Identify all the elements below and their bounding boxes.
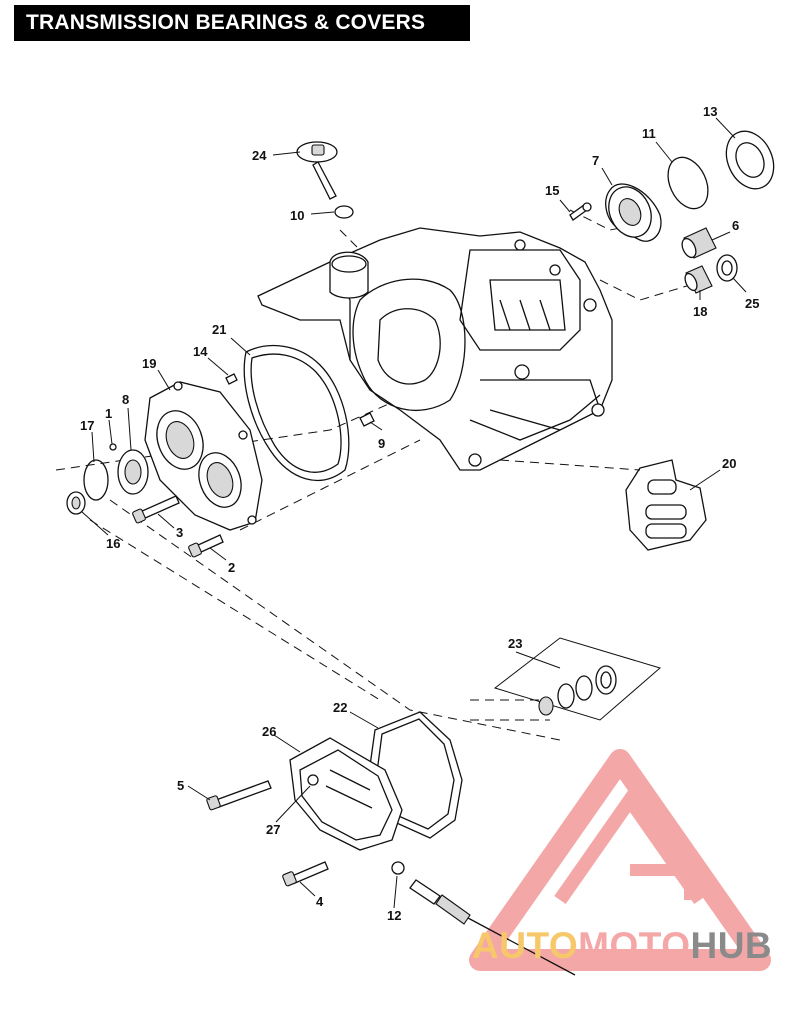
callout-8: 8 xyxy=(122,392,129,407)
bolt-4 xyxy=(282,861,329,887)
callout-20: 20 xyxy=(722,456,736,471)
bearing-8 xyxy=(117,449,149,495)
callout-3: 3 xyxy=(176,525,183,540)
seal-13 xyxy=(725,130,775,190)
callout-25: 25 xyxy=(745,296,759,311)
callout-24: 24 xyxy=(252,148,267,163)
watermark-hub: HUB xyxy=(690,925,773,966)
gasket-20 xyxy=(625,459,707,551)
watermark-auto: AUTO xyxy=(472,925,579,966)
o-ring-part xyxy=(334,205,354,219)
callout-2: 2 xyxy=(228,560,235,575)
ring-17 xyxy=(83,459,109,501)
callout-22: 22 xyxy=(333,700,347,715)
bearing-7 xyxy=(605,183,662,242)
bolt-5 xyxy=(206,780,272,811)
speedometer-cable xyxy=(409,879,576,976)
bushing-18 xyxy=(684,265,713,294)
callout-26: 26 xyxy=(262,724,276,739)
seal-16 xyxy=(66,491,86,515)
callout-7: 7 xyxy=(592,153,599,168)
bearing-housing-19 xyxy=(144,381,263,531)
callout-5: 5 xyxy=(177,778,184,793)
callout-23: 23 xyxy=(508,636,522,651)
watermark-logo xyxy=(469,749,771,971)
callout-18: 18 xyxy=(693,304,707,319)
screw-2 xyxy=(188,534,224,558)
seal-kit-23 xyxy=(538,665,617,716)
bolt-15 xyxy=(569,202,592,221)
callout-10: 10 xyxy=(290,208,304,223)
callout-4: 4 xyxy=(316,894,324,909)
dipstick-part xyxy=(296,141,338,200)
transmission-case xyxy=(257,227,613,471)
callout-21: 21 xyxy=(212,322,226,337)
callout-17: 17 xyxy=(80,418,94,433)
callout-27: 27 xyxy=(266,822,280,837)
callout-9: 9 xyxy=(378,436,385,451)
pin-1 xyxy=(109,443,117,451)
watermark-moto: MOTO xyxy=(578,925,691,966)
needle-bearing-6 xyxy=(681,227,717,259)
gasket-21-inner xyxy=(250,353,342,473)
callout-14: 14 xyxy=(193,344,208,359)
callout-12: 12 xyxy=(387,908,401,923)
callout-15: 15 xyxy=(545,183,559,198)
callout-1: 1 xyxy=(105,406,112,421)
callout-13: 13 xyxy=(703,104,717,119)
diagram-title: TRANSMISSION BEARINGS & COVERS xyxy=(14,5,470,41)
callout-6: 6 xyxy=(732,218,739,233)
dowel-14 xyxy=(225,373,238,385)
callout-11: 11 xyxy=(642,126,656,141)
callout-19: 19 xyxy=(142,356,156,371)
side-cover-26 xyxy=(289,737,403,851)
seal-25 xyxy=(716,254,738,282)
callout-16: 16 xyxy=(106,536,120,551)
callout-labels: 24 10 15 7 11 13 6 18 25 21 14 19 8 1 17… xyxy=(80,104,759,923)
gasket-21 xyxy=(243,344,350,481)
watermark-brand: AUTOMOTOHUB xyxy=(472,925,772,967)
dowel-9 xyxy=(359,412,375,427)
screw-3 xyxy=(132,495,180,524)
assembly-dashed-lines xyxy=(55,209,691,741)
leader-lines xyxy=(81,117,747,909)
retaining-ring-11 xyxy=(667,156,709,210)
o-ring-12 xyxy=(391,861,405,875)
seal-kit-bracket xyxy=(493,637,662,721)
